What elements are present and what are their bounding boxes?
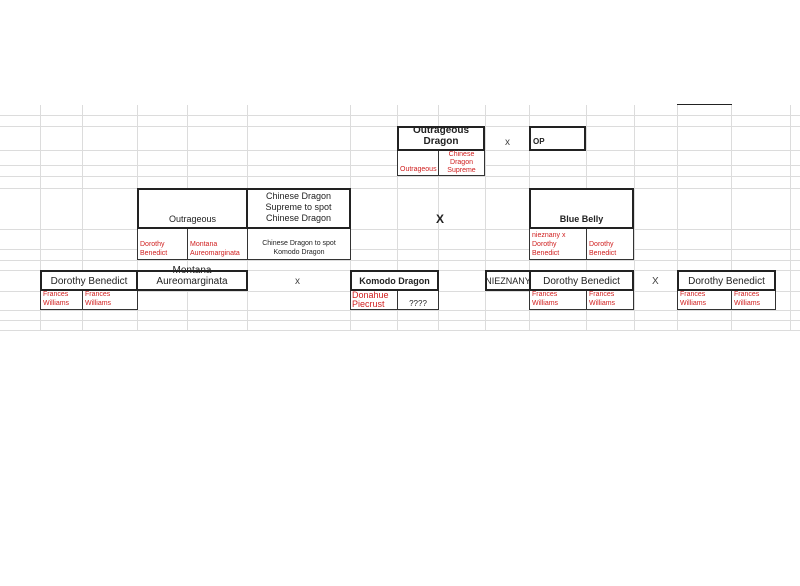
grid-column-line: [731, 105, 732, 331]
dam-cell[interactable]: ????: [397, 291, 439, 310]
grid-row-line: [0, 176, 800, 177]
grid-row-line: [0, 310, 800, 311]
sire-cell[interactable]: Frances Williams: [529, 291, 587, 310]
grid-row-line: [0, 320, 800, 321]
sire-cell[interactable]: nieznany x Dorothy Benedict: [529, 229, 587, 260]
cross-label: X: [436, 212, 445, 226]
op-cell[interactable]: OP: [529, 126, 586, 151]
nieznany-cell[interactable]: NIEZNANY: [485, 270, 531, 291]
sire-cell[interactable]: Dorothy Benedict: [137, 229, 188, 260]
cross-label: X: [652, 276, 659, 287]
grid-column-line: [397, 105, 398, 331]
grid-column-line: [790, 105, 791, 331]
grid-column-line: [40, 105, 41, 331]
sire-cell[interactable]: Frances Williams: [677, 291, 732, 310]
montana-cell[interactable]: Montana Aureomarginata: [136, 265, 248, 291]
cell-border-line: [677, 104, 732, 105]
grid-row-line: [0, 330, 800, 331]
dam-cell[interactable]: Frances Williams: [586, 291, 634, 310]
dorothy-benedict-cell[interactable]: Dorothy Benedict: [677, 270, 776, 291]
outrageous-dragon-cell[interactable]: Outrageous Dragon: [397, 125, 485, 151]
dorothy-benedict-cell[interactable]: Dorothy Benedict: [529, 270, 634, 291]
outrageous-cell[interactable]: Outrageous: [137, 188, 248, 229]
dam-cell[interactable]: Frances Williams: [82, 291, 138, 310]
grid-row-line: [0, 249, 800, 250]
chinese-dragon-supreme-cell[interactable]: Chinese Dragon Supreme to spot Chinese D…: [246, 188, 351, 229]
grid-column-line: [82, 105, 83, 331]
grid-column-line: [438, 105, 439, 331]
dam-cell[interactable]: Frances Williams: [731, 291, 776, 310]
grid-column-line: [485, 105, 486, 331]
cross-label: x: [295, 276, 300, 287]
komodo-dragon-cell[interactable]: Komodo Dragon: [350, 270, 439, 291]
cross-label: x: [505, 137, 510, 148]
dorothy-benedict-cell[interactable]: Dorothy Benedict: [40, 270, 138, 291]
dam-cell[interactable]: Chinese Dragon Supreme: [438, 151, 485, 176]
grid-column-line: [634, 105, 635, 331]
blue-belly-cell[interactable]: Blue Belly: [529, 188, 634, 229]
grid-column-line: [677, 105, 678, 331]
grid-row-line: [0, 188, 800, 189]
grid-row-line: [0, 260, 800, 261]
empty-cell[interactable]: [137, 291, 138, 310]
sire-cell[interactable]: Frances Williams: [40, 291, 83, 310]
dam-cell[interactable]: Dorothy Benedict: [586, 229, 634, 260]
dam-cell[interactable]: Montana Aureomarginata: [187, 229, 248, 260]
sire-cell[interactable]: Outrageous: [397, 151, 439, 176]
sire-cell[interactable]: Donahue Piecrust: [350, 291, 398, 310]
sub-cell[interactable]: Chinese Dragon to spot Komodo Dragon: [247, 229, 351, 260]
grid-row-line: [0, 229, 800, 230]
grid-row-line: [0, 115, 800, 116]
